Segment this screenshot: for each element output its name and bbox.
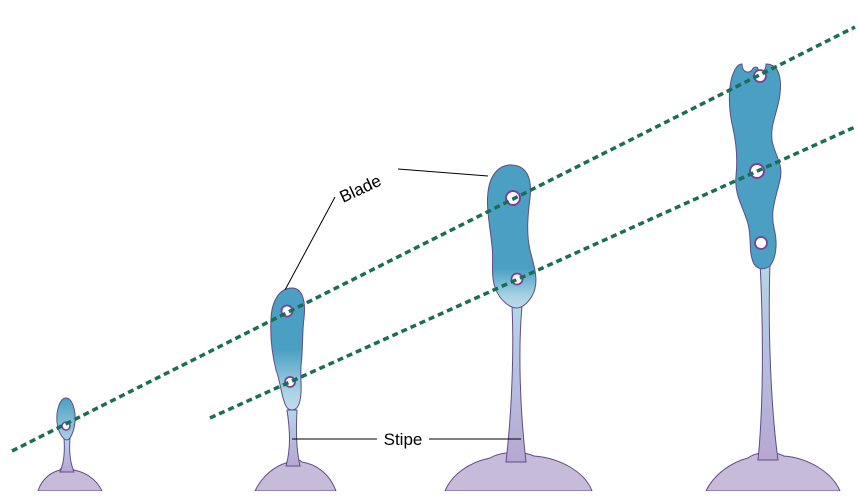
blade-label: Blade [337,171,384,207]
kelp-stage-2 [255,288,336,491]
stipe [758,262,778,460]
lower-growth-guide-line [210,127,855,418]
blade-leader-line [285,197,335,290]
stipe [286,410,300,466]
blade-leader-line [398,169,488,176]
kelp-stage-1 [38,398,102,491]
kelp-stage-4 [706,64,840,491]
blade [57,398,75,440]
stipe [60,438,74,472]
hole-marker [755,237,767,249]
upper-growth-guide-line [12,27,855,451]
stipe-label: Stipe [384,430,423,449]
blade [487,165,535,308]
kelp-stage-3 [445,165,592,491]
